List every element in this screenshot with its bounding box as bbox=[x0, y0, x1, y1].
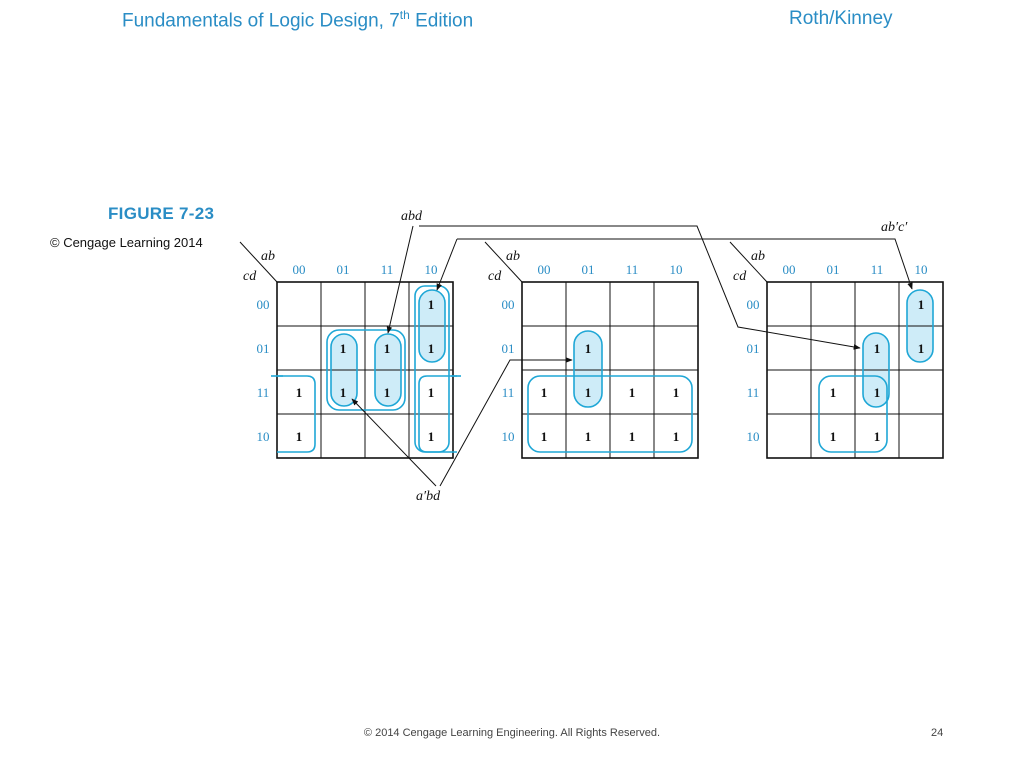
title-text: Fundamentals of Logic Design, 7 bbox=[122, 10, 400, 32]
row-code: 01 bbox=[747, 341, 760, 356]
cell-one: 1 bbox=[428, 385, 435, 400]
loop-10-top bbox=[418, 289, 446, 363]
col-code: 01 bbox=[582, 262, 595, 277]
cell-one: 1 bbox=[296, 429, 303, 444]
row-code: 11 bbox=[502, 385, 515, 400]
cell-one: 1 bbox=[918, 297, 925, 312]
title-edition: Edition bbox=[409, 10, 474, 32]
arrow-abd bbox=[386, 225, 414, 334]
col-code: 00 bbox=[783, 262, 796, 277]
cell-one: 1 bbox=[874, 385, 881, 400]
arrow-a-prime-bd bbox=[351, 398, 437, 487]
loop-outlines bbox=[271, 225, 934, 487]
label-abc-prime: ab′c′ bbox=[881, 220, 908, 235]
col-code: 10 bbox=[915, 262, 928, 277]
col-code: 11 bbox=[381, 262, 394, 277]
loop-01-col bbox=[573, 330, 603, 408]
col-code: 11 bbox=[626, 262, 639, 277]
title-superscript: th bbox=[399, 8, 410, 22]
cell-one: 1 bbox=[874, 341, 881, 356]
row-code: 00 bbox=[747, 297, 760, 312]
col-code: 01 bbox=[337, 262, 350, 277]
cell-one: 1 bbox=[629, 385, 636, 400]
loop-11-col bbox=[862, 332, 890, 408]
cell-one: 1 bbox=[830, 385, 837, 400]
cell-one: 1 bbox=[340, 341, 347, 356]
loop-fills bbox=[331, 290, 933, 407]
cell-one: 1 bbox=[541, 385, 548, 400]
row-code: 00 bbox=[502, 297, 515, 312]
cell-one: 1 bbox=[384, 385, 391, 400]
cell-one: 1 bbox=[428, 429, 435, 444]
loop-wrap-right bbox=[418, 375, 457, 453]
cell-one: 1 bbox=[340, 385, 347, 400]
cell-one: 1 bbox=[874, 429, 881, 444]
col-variable-label: ab bbox=[261, 249, 275, 264]
row-code: 01 bbox=[502, 341, 515, 356]
cell-one: 1 bbox=[673, 385, 680, 400]
loop-bottom-square bbox=[818, 375, 888, 453]
cell-one: 1 bbox=[428, 341, 435, 356]
arrow-abc-prime bbox=[457, 238, 913, 290]
row-code: 11 bbox=[747, 385, 760, 400]
slide-title: Fundamentals of Logic Design, 7th Editio… bbox=[122, 8, 473, 32]
col-code: 10 bbox=[425, 262, 438, 277]
loop-10-col bbox=[906, 289, 934, 363]
row-code: 00 bbox=[257, 297, 270, 312]
loop-square bbox=[326, 329, 406, 411]
col-code: 10 bbox=[670, 262, 683, 277]
footer-copyright: © 2014 Cengage Learning Engineering. All… bbox=[363, 727, 661, 739]
arrow-a-prime-bd-map2 bbox=[439, 357, 573, 487]
cell-one: 1 bbox=[629, 429, 636, 444]
loop-wrap-left bbox=[277, 375, 316, 453]
col-code: 00 bbox=[538, 262, 551, 277]
annotations: abd ab′c′ a′bd bbox=[401, 209, 908, 504]
figure-label: FIGURE 7-23 bbox=[108, 204, 215, 223]
row-code: 10 bbox=[747, 429, 760, 444]
row-code: 11 bbox=[257, 385, 270, 400]
corner-diagonal bbox=[729, 241, 768, 283]
slide-author: Roth/Kinney bbox=[789, 8, 893, 29]
label-abd: abd bbox=[401, 209, 423, 224]
arrow-abc-prime-map1 bbox=[436, 238, 458, 291]
loop-01-col bbox=[330, 333, 358, 407]
col-code: 01 bbox=[827, 262, 840, 277]
row-variable-label: cd bbox=[733, 269, 747, 284]
loop-01-col-fill bbox=[574, 331, 602, 407]
row-variable-label: cd bbox=[488, 269, 502, 284]
cell-one: 1 bbox=[585, 385, 592, 400]
col-code: 00 bbox=[293, 262, 306, 277]
loop-11-col bbox=[374, 333, 402, 407]
figure-copyright: © Cengage Learning 2014 bbox=[50, 235, 203, 250]
arrow-abd-map3 bbox=[419, 225, 861, 350]
cell-one: 1 bbox=[585, 429, 592, 444]
loop-bottom-rows bbox=[527, 375, 693, 453]
label-a-prime-bd: a′bd bbox=[416, 489, 441, 504]
cell-one: 1 bbox=[296, 385, 303, 400]
corner-diagonal bbox=[484, 241, 523, 283]
corner-diagonal bbox=[239, 241, 278, 283]
cell-one: 1 bbox=[673, 429, 680, 444]
col-variable-label: ab bbox=[506, 249, 520, 264]
row-code: 01 bbox=[257, 341, 270, 356]
cell-one: 1 bbox=[541, 429, 548, 444]
col-code: 11 bbox=[871, 262, 884, 277]
cell-one: 1 bbox=[918, 341, 925, 356]
cell-one: 1 bbox=[830, 429, 837, 444]
row-variable-label: cd bbox=[243, 269, 257, 284]
page-number: 24 bbox=[931, 727, 944, 739]
cell-one: 1 bbox=[585, 341, 592, 356]
cell-one: 1 bbox=[428, 297, 435, 312]
cell-one: 1 bbox=[384, 341, 391, 356]
row-code: 10 bbox=[502, 429, 515, 444]
row-code: 10 bbox=[257, 429, 270, 444]
col-variable-label: ab bbox=[751, 249, 765, 264]
